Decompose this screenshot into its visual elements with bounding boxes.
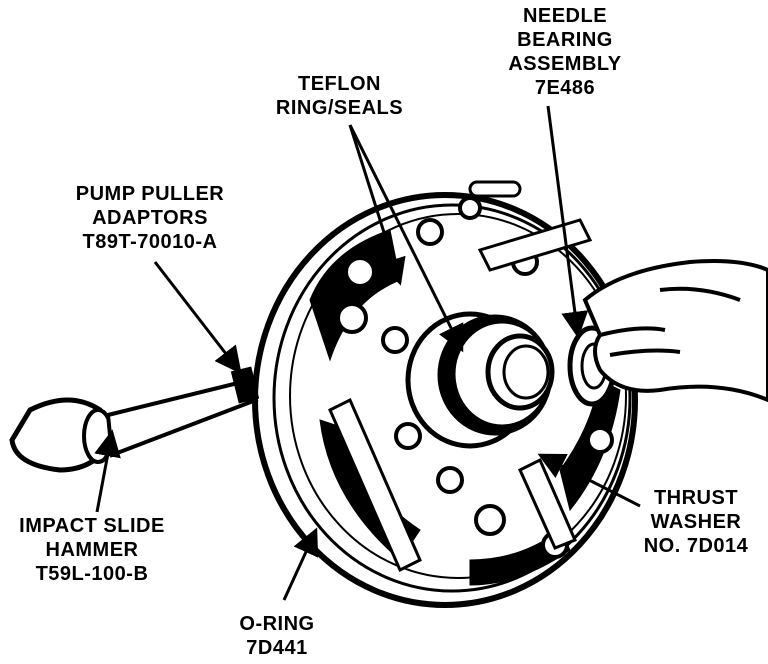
impact-slide-line1: IMPACT SLIDE	[19, 515, 165, 537]
teflon-line1: TEFLON	[298, 73, 381, 95]
teflon-line2: RING/SEALS	[275, 97, 404, 119]
needle-bearing-line1: NEEDLE	[522, 5, 608, 27]
hand	[582, 259, 768, 403]
teflon-label: TEFLON RING/SEALS	[262, 72, 417, 120]
thrust-washer-label: THRUST WASHER NO. 7D014	[628, 486, 764, 558]
leader-arrows	[94, 105, 641, 601]
thrust-washer-line2: WASHER	[650, 511, 742, 533]
o-ring-arrow	[282, 527, 319, 601]
pump-puller-line2: ADAPTORS	[92, 207, 208, 229]
needle-bearing-line3: ASSEMBLY	[508, 53, 622, 75]
impact-slide-label: IMPACT SLIDE HAMMER T59L-100-B	[2, 514, 182, 586]
o-ring-line2: 7D441	[246, 637, 308, 659]
needle-bearing-line2: BEARING	[517, 29, 613, 51]
central-hub	[405, 311, 555, 449]
o-ring-line1: O-RING	[239, 613, 315, 635]
impact-slide-arrow	[94, 429, 121, 513]
teflon-arrow-1	[348, 124, 464, 353]
impact-slide-line2: HAMMER	[45, 539, 139, 561]
pump-puller-line3: T89T-70010-A	[82, 231, 218, 253]
pump-puller-line1: PUMP PULLER	[75, 183, 225, 205]
pump-puller-label: PUMP PULLER ADAPTORS T89T-70010-A	[60, 182, 240, 254]
needle-bearing-arrow	[546, 105, 589, 339]
needle-bearing-line4: 7E486	[534, 77, 596, 99]
teflon-arrow-2	[348, 124, 406, 286]
slide-hammer	[9, 366, 260, 473]
thrust-washer-line1: THRUST	[653, 487, 739, 509]
impact-slide-line3: T59L-100-B	[35, 563, 149, 585]
thrust-washer-line3: NO. 7D014	[643, 535, 749, 557]
o-ring-label: O-RING 7D441	[222, 612, 332, 660]
thrust-washer-arrow	[537, 453, 641, 508]
needle-bearing-label: NEEDLE BEARING ASSEMBLY 7E486	[500, 4, 630, 100]
pump-puller-arrow	[153, 261, 242, 375]
